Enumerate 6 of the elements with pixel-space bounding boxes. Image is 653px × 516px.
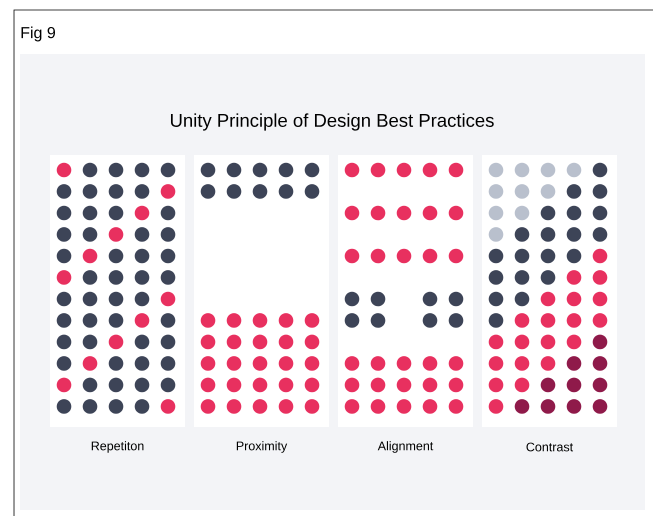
- panel-label: Proximity: [236, 441, 288, 453]
- panel-label: Repetiton: [92, 441, 144, 453]
- title: Unity Principle of Design Best Practices: [170, 113, 494, 131]
- panel-label: Contrast: [526, 442, 574, 452]
- panel-label: Alignment: [378, 441, 434, 453]
- figure-label: Fig 9: [22, 26, 55, 42]
